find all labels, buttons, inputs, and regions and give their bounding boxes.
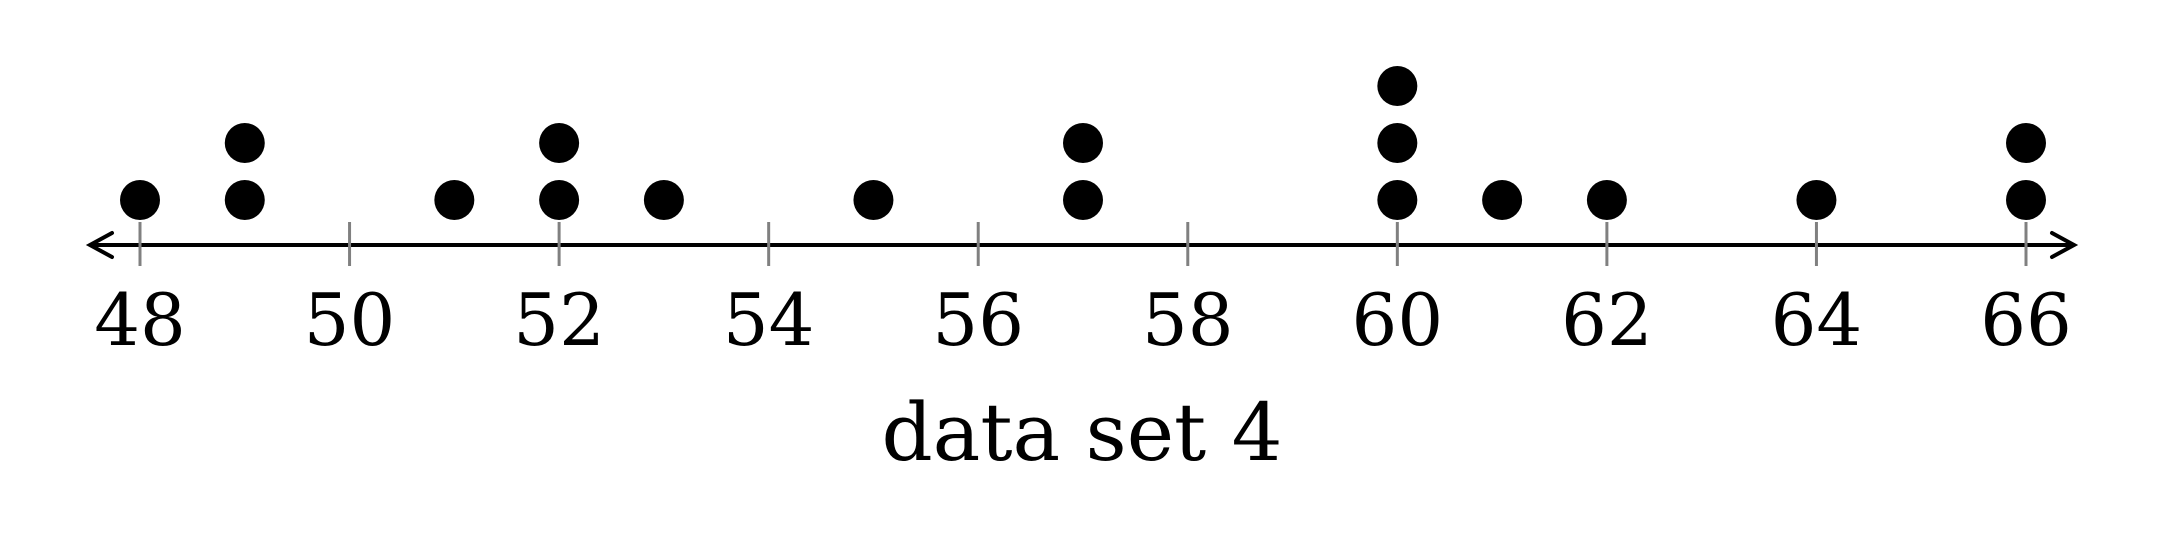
data-dot-61-1: [1482, 180, 1523, 220]
right-arrow-icon: [2050, 231, 2079, 259]
data-dot-57-1: [1063, 180, 1103, 220]
data-dot-49-1: [224, 180, 265, 220]
tick-label-60: 60: [1352, 278, 1444, 362]
data-dot-64-1: [1796, 180, 1837, 220]
data-dot-60-3: [1377, 66, 1418, 106]
data-dot-53-1: [643, 180, 684, 220]
data-dot-66-1: [2006, 180, 2046, 220]
tick-label-66: 66: [1980, 278, 2072, 362]
tick-label-64: 64: [1771, 278, 1863, 362]
tick-label-62: 62: [1561, 278, 1653, 362]
data-dot-48-1: [120, 180, 160, 220]
left-arrow-icon: [85, 231, 114, 259]
tick-label-52: 52: [513, 278, 605, 362]
x-axis-title: data set 4: [881, 386, 1282, 479]
tick-label-54: 54: [723, 278, 815, 362]
tick-marks: [138, 222, 2028, 266]
data-dot-60-1: [1377, 180, 1418, 220]
data-dots: [120, 66, 2046, 220]
data-dot-66-2: [2006, 123, 2046, 163]
tick-label-50: 50: [304, 278, 396, 362]
data-dot-51-1: [434, 180, 475, 220]
tick-label-56: 56: [932, 278, 1024, 362]
tick-labels: 48 50 52 54 56 58 60 62 64 66: [94, 278, 2072, 362]
tick-label-58: 58: [1142, 278, 1234, 362]
tick-label-48: 48: [94, 278, 186, 362]
data-dot-57-2: [1063, 123, 1103, 163]
number-line-axis: [85, 231, 2079, 259]
data-dot-52-2: [539, 123, 580, 163]
data-dot-62-1: [1586, 180, 1627, 220]
data-dot-55-1: [853, 180, 894, 220]
data-dot-52-1: [539, 180, 580, 220]
data-dot-60-2: [1377, 123, 1418, 163]
data-dot-49-2: [224, 123, 265, 163]
